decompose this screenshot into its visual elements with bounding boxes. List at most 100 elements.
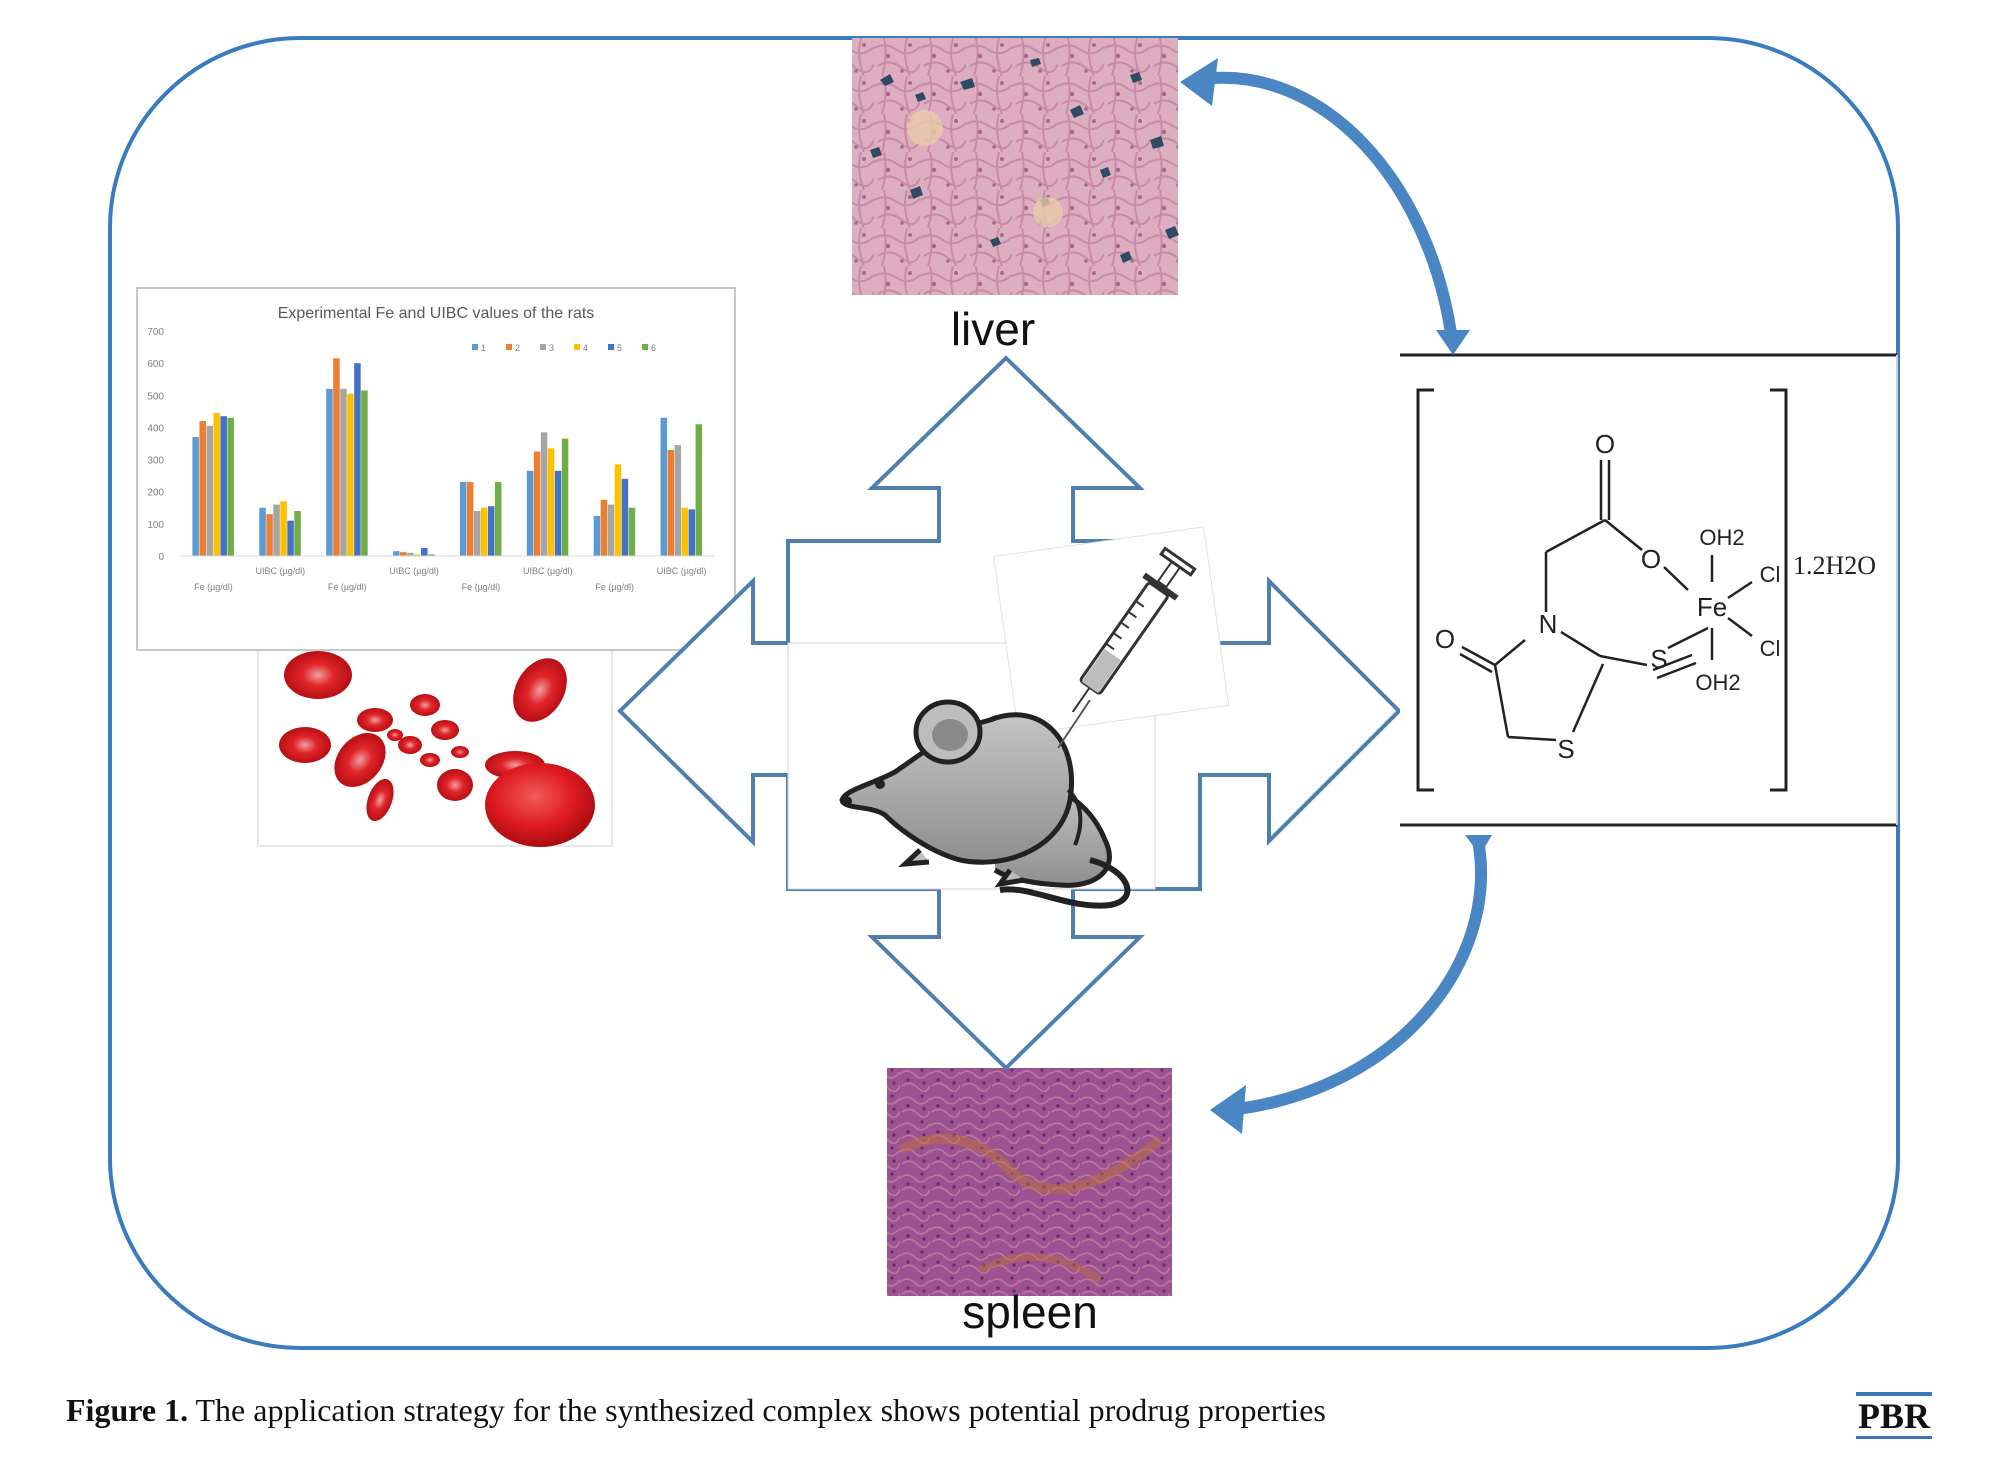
- bar-4: [280, 501, 287, 556]
- bar-1: [593, 515, 601, 556]
- chemical-structure-panel: O O N O S S Fe Cl Cl OH2 OH2 1.2H2O: [1400, 353, 1898, 827]
- bar-1: [326, 388, 333, 556]
- x-tick-label: UIBC (µg/dl): [657, 566, 707, 576]
- figure-caption: Figure 1. The application strategy for t…: [66, 1392, 1326, 1429]
- y-tick-label: 700: [147, 327, 164, 338]
- bar-5: [554, 470, 562, 556]
- spleen-histology-icon: [887, 1068, 1172, 1296]
- atom-cl-2: Cl: [1760, 636, 1781, 661]
- bar-2: [266, 514, 273, 556]
- x-tick-label: Fe (µg/dl): [328, 582, 367, 592]
- x-tick-label: UIBC (µg/dl): [255, 566, 305, 576]
- bar-4: [547, 448, 555, 556]
- legend-label: 4: [583, 343, 588, 353]
- y-tick-label: 200: [147, 488, 164, 499]
- bar-1: [259, 507, 266, 556]
- x-tick-label: Fe (µg/dl): [194, 582, 233, 592]
- bar-5: [621, 478, 629, 556]
- bar-5: [220, 416, 227, 556]
- bar-2: [333, 358, 340, 556]
- ligand-oh2-top: OH2: [1699, 525, 1744, 550]
- legend-label: 1: [481, 343, 486, 353]
- bar-5: [354, 363, 361, 556]
- y-tick-label: 100: [147, 520, 164, 531]
- bar-2: [466, 482, 474, 556]
- bar-4: [414, 554, 421, 556]
- y-tick-label: 0: [158, 552, 164, 563]
- y-tick-label: 300: [147, 456, 164, 467]
- hydrate-label: 1.2H2O: [1793, 551, 1876, 580]
- bar-6: [494, 482, 502, 556]
- legend-label: 6: [651, 343, 656, 353]
- bar-4: [213, 412, 220, 556]
- bar-3: [206, 425, 213, 556]
- syringe-icon: [1071, 546, 1197, 713]
- spleen-label: spleen: [962, 1286, 1098, 1338]
- x-tick-label: Fe (µg/dl): [462, 582, 501, 592]
- bar-2: [199, 421, 206, 556]
- bar-3: [607, 504, 615, 556]
- bar-5: [421, 547, 428, 556]
- bar-2: [667, 449, 675, 556]
- bar-1: [526, 470, 534, 556]
- x-tick-label: Fe (µg/dl): [595, 582, 634, 592]
- x-tick-label: UIBC (µg/dl): [523, 566, 573, 576]
- mouse-icon: [839, 699, 1131, 909]
- x-tick-label: UIBC (µg/dl): [389, 566, 439, 576]
- chart-bars: [192, 358, 703, 556]
- bar-6: [428, 554, 435, 556]
- red-blood-cells-icon: [257, 647, 613, 847]
- bar-2: [400, 552, 407, 556]
- atom-n: N: [1539, 609, 1558, 639]
- caption-label: Figure 1.: [66, 1392, 189, 1428]
- bar-4: [480, 507, 488, 556]
- legend-swatch: [574, 344, 580, 350]
- legend-label: 3: [549, 343, 554, 353]
- bar-5: [487, 506, 495, 556]
- atom-o-ring: O: [1435, 624, 1455, 654]
- bar-1: [459, 482, 467, 556]
- bar-4: [681, 507, 689, 556]
- legend-swatch: [540, 344, 546, 350]
- legend-swatch: [506, 344, 512, 350]
- curved-arrow-complex-to-spleen: [1210, 835, 1492, 1134]
- liver-histology-icon: [852, 38, 1179, 295]
- bar-5: [688, 509, 696, 556]
- y-tick-label: 600: [147, 359, 164, 370]
- atom-fe: Fe: [1697, 592, 1727, 622]
- bar-3: [273, 504, 280, 556]
- bar-6: [628, 507, 636, 556]
- bar-3: [407, 552, 414, 556]
- curved-arrow-liver-to-complex: [1180, 58, 1470, 355]
- bar-5: [287, 520, 294, 556]
- y-tick-label: 400: [147, 423, 164, 434]
- chart-y-axis: 0 100 200 300 400 500 600 700: [147, 327, 164, 563]
- chart-title: Experimental Fe and UIBC values of the r…: [278, 305, 595, 322]
- bar-3: [540, 432, 548, 556]
- atom-s-ring: S: [1557, 734, 1574, 764]
- bar-4: [614, 464, 622, 556]
- atom-s-exo: S: [1650, 644, 1667, 674]
- bar-6: [561, 438, 569, 556]
- bar-6: [227, 417, 234, 556]
- y-tick-label: 500: [147, 391, 164, 402]
- bar-3: [340, 388, 347, 556]
- legend-label: 5: [617, 343, 622, 353]
- bar-3: [473, 511, 481, 556]
- journal-logo: PBR: [1856, 1392, 1932, 1439]
- ligand-oh2-bottom: OH2: [1695, 670, 1740, 695]
- bar-6: [361, 390, 368, 556]
- bar-chart-panel: Experimental Fe and UIBC values of the r…: [136, 287, 736, 651]
- bar-2: [533, 451, 541, 556]
- atom-cl-1: Cl: [1760, 562, 1781, 587]
- chart-x-axis: Fe (µg/dl) UIBC (µg/dl) Fe (µg/dl) UIBC (µg…: [194, 566, 706, 592]
- legend-swatch: [472, 344, 478, 350]
- bar-6: [695, 424, 703, 556]
- bar-3: [674, 445, 682, 556]
- legend-swatch: [642, 344, 648, 350]
- caption-text: The application strategy for the synthes…: [188, 1392, 1326, 1428]
- legend-swatch: [608, 344, 614, 350]
- legend-label: 2: [515, 343, 520, 353]
